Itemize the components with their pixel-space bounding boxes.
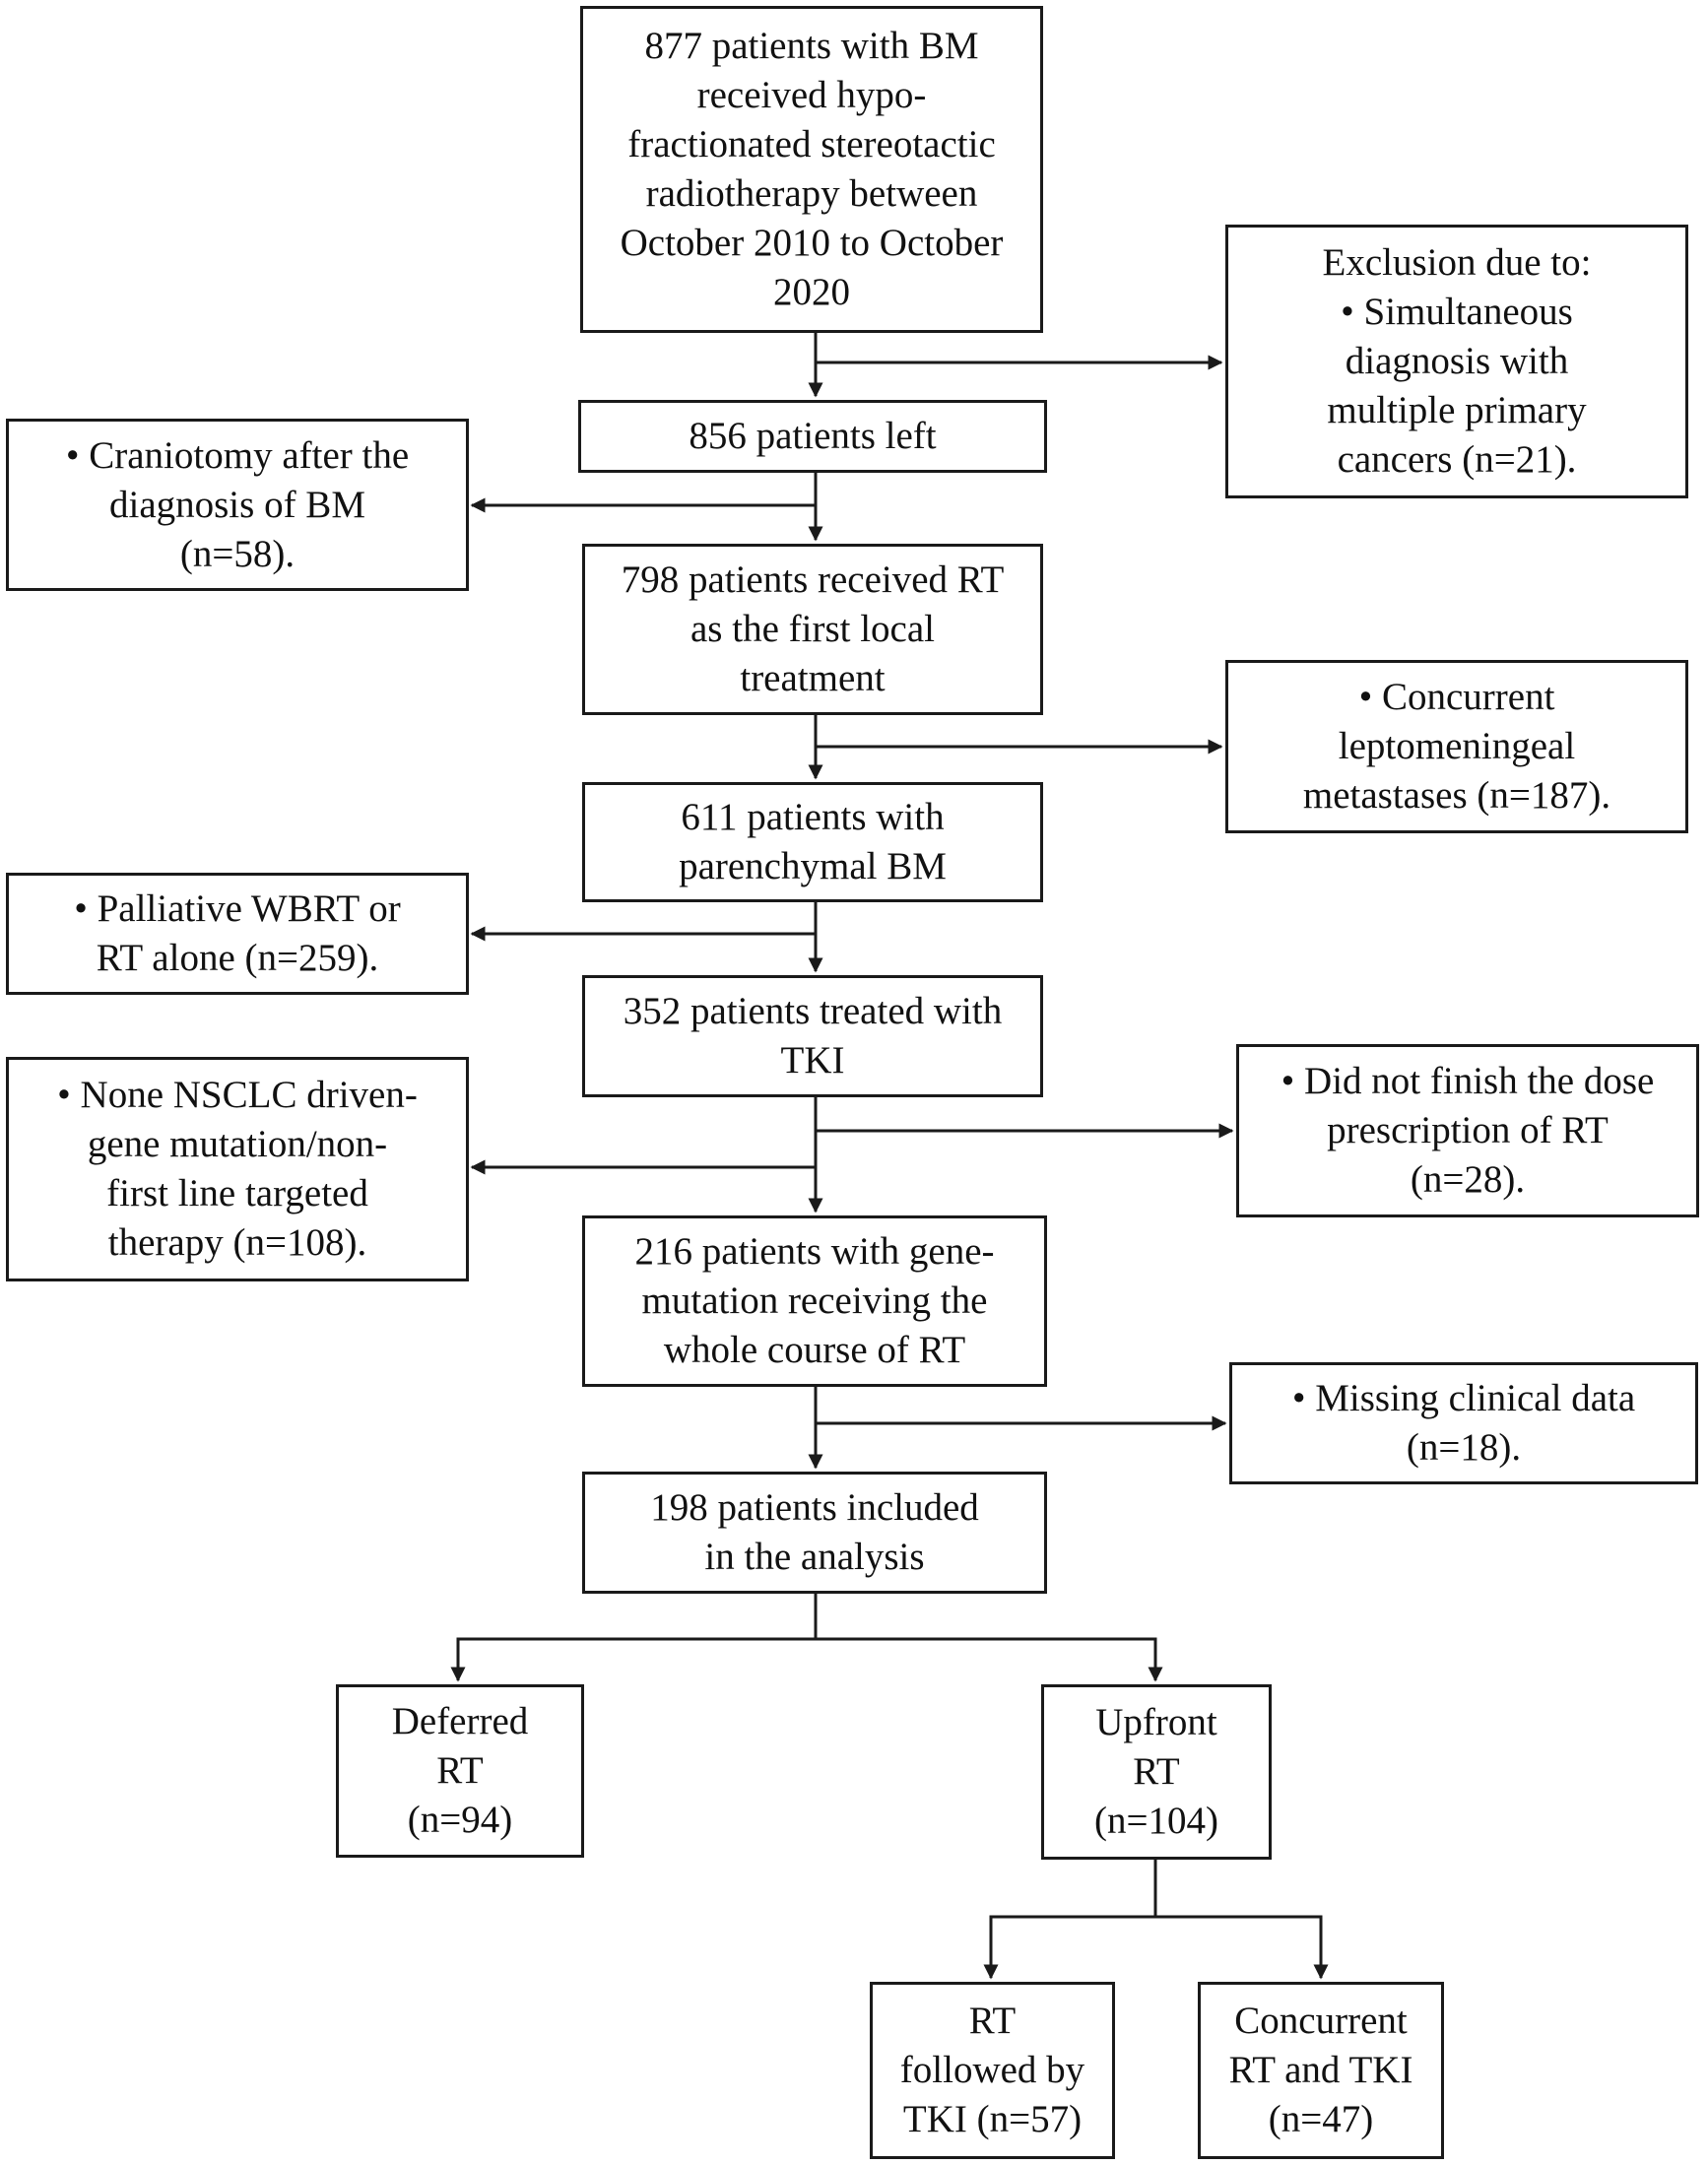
box-text-line: (n=104) — [1094, 1800, 1218, 1842]
box-text-line: Concurrent — [1234, 2000, 1408, 2042]
exclusion-dose-prescription: • Did not finish the dose prescription of… — [1236, 1044, 1699, 1217]
box-text-line: fractionated stereotactic — [627, 123, 996, 165]
box-text-line: leptomeningeal — [1338, 725, 1576, 767]
exclusion-multiple-primary: Exclusion due to: • Simultaneous diagnosis… — [1225, 225, 1688, 498]
box-text-line: RT — [968, 2000, 1017, 2042]
box-text-line: gene mutation/non- — [87, 1123, 388, 1165]
box-text-line: (n=18). — [1406, 1426, 1522, 1469]
node-611-parenchymal: 611 patients with parenchymal BM — [582, 782, 1043, 902]
split-198-right — [816, 1637, 1163, 1682]
box-text-line: as the first local — [690, 608, 935, 650]
box-text-line: 352 patients treated with — [623, 990, 1003, 1032]
box-text-line: • Missing clinical data — [1291, 1377, 1636, 1419]
split-upfront-right — [1155, 1915, 1329, 1980]
box-text-line: • Did not finish the dose — [1281, 1060, 1655, 1102]
box-text-line: 877 patients with BM — [644, 25, 979, 67]
box-text-line: treatment — [740, 657, 886, 699]
box-text-line: followed by — [899, 2049, 1085, 2091]
box-text-line: Deferred — [391, 1700, 529, 1742]
box-text-line: TKI (n=57) — [902, 2098, 1083, 2140]
box-text-line: (n=58). — [179, 532, 296, 575]
box-text-line: (n=94) — [407, 1799, 513, 1841]
exclusion-leptomeningeal: • Concurrent leptomeningeal metastases (n=… — [1225, 660, 1688, 833]
box-text-line: mutation receiving the — [641, 1279, 988, 1322]
box-text-line: prescription of RT — [1327, 1109, 1609, 1151]
box-text-line: 198 patients included — [650, 1486, 979, 1529]
box-text-line: 2020 — [773, 271, 850, 313]
box-text-line: October 2010 to October — [620, 222, 1004, 264]
box-text-line: 856 patients left — [689, 415, 937, 457]
node-concurrent-rt-tki: Concurrent RT and TKI (n=47) — [1198, 1982, 1444, 2159]
box-text-line: • Craniotomy after the — [65, 433, 410, 477]
node-856-left: 856 patients left — [578, 400, 1047, 473]
box-text-line: (n=28). — [1410, 1158, 1526, 1201]
node-798-rt-first: 798 patients received RT as the first loc… — [582, 544, 1043, 715]
box-text-line: • Palliative WBRT or — [74, 887, 401, 930]
split-198 — [450, 1594, 818, 1682]
box-text-line: radiotherapy between — [645, 172, 978, 215]
box-text-line: Upfront — [1095, 1701, 1217, 1743]
box-text-line: 611 patients with — [681, 796, 945, 838]
box-text-line: (n=47) — [1268, 2098, 1374, 2140]
box-text-line: TKI — [780, 1039, 845, 1082]
box-text-line: • Simultaneous — [1341, 291, 1573, 333]
box-text-line: therapy (n=108). — [107, 1221, 367, 1264]
box-text-line: multiple primary — [1327, 389, 1587, 431]
box-text-line: RT and TKI — [1228, 2049, 1413, 2091]
box-text-line: received hypo- — [696, 74, 927, 116]
split-upfront — [983, 1860, 1157, 1980]
box-text-line: 216 patients with gene- — [634, 1230, 995, 1273]
box-text-line: cancers (n=21). — [1337, 438, 1577, 481]
box-text-line: • None NSCLC driven- — [57, 1074, 418, 1116]
exclusion-craniotomy: • Craniotomy after the diagnosis of BM (n=… — [6, 419, 469, 591]
box-text-line: parenchymal BM — [679, 845, 947, 887]
box-text-line: Exclusion due to: — [1322, 241, 1592, 284]
exclusion-nsclc: • None NSCLC driven-gene mutation/non-fi… — [6, 1057, 469, 1281]
box-text-line: first line targeted — [106, 1172, 368, 1214]
node-216-gene-mutation: 216 patients with gene-mutation receivin… — [582, 1215, 1047, 1387]
box-text-line: • Concurrent — [1358, 676, 1555, 718]
box-text-line: diagnosis of BM — [108, 483, 365, 526]
box-text-line: whole course of RT — [663, 1329, 966, 1371]
box-text-line: metastases (n=187). — [1302, 774, 1611, 817]
exclusion-palliative-wbrt: • Palliative WBRT or RT alone (n=259). — [6, 873, 469, 995]
node-198-included: 198 patients included in the analysis — [582, 1472, 1047, 1594]
box-text-line: diagnosis with — [1345, 340, 1569, 382]
exclusion-missing-data: • Missing clinical data (n=18). — [1229, 1362, 1698, 1484]
box-text-line: in the analysis — [704, 1536, 925, 1578]
box-text-line: RT alone (n=259). — [96, 937, 379, 979]
box-text-line: 798 patients received RT — [621, 558, 1005, 601]
box-text-line: RT — [436, 1749, 484, 1792]
node-start: 877 patients with BM received hypo-fracti… — [580, 6, 1043, 333]
box-text-line: RT — [1133, 1750, 1180, 1793]
node-rt-followed-by-tki: RT followed by TKI (n=57) — [870, 1982, 1115, 2159]
